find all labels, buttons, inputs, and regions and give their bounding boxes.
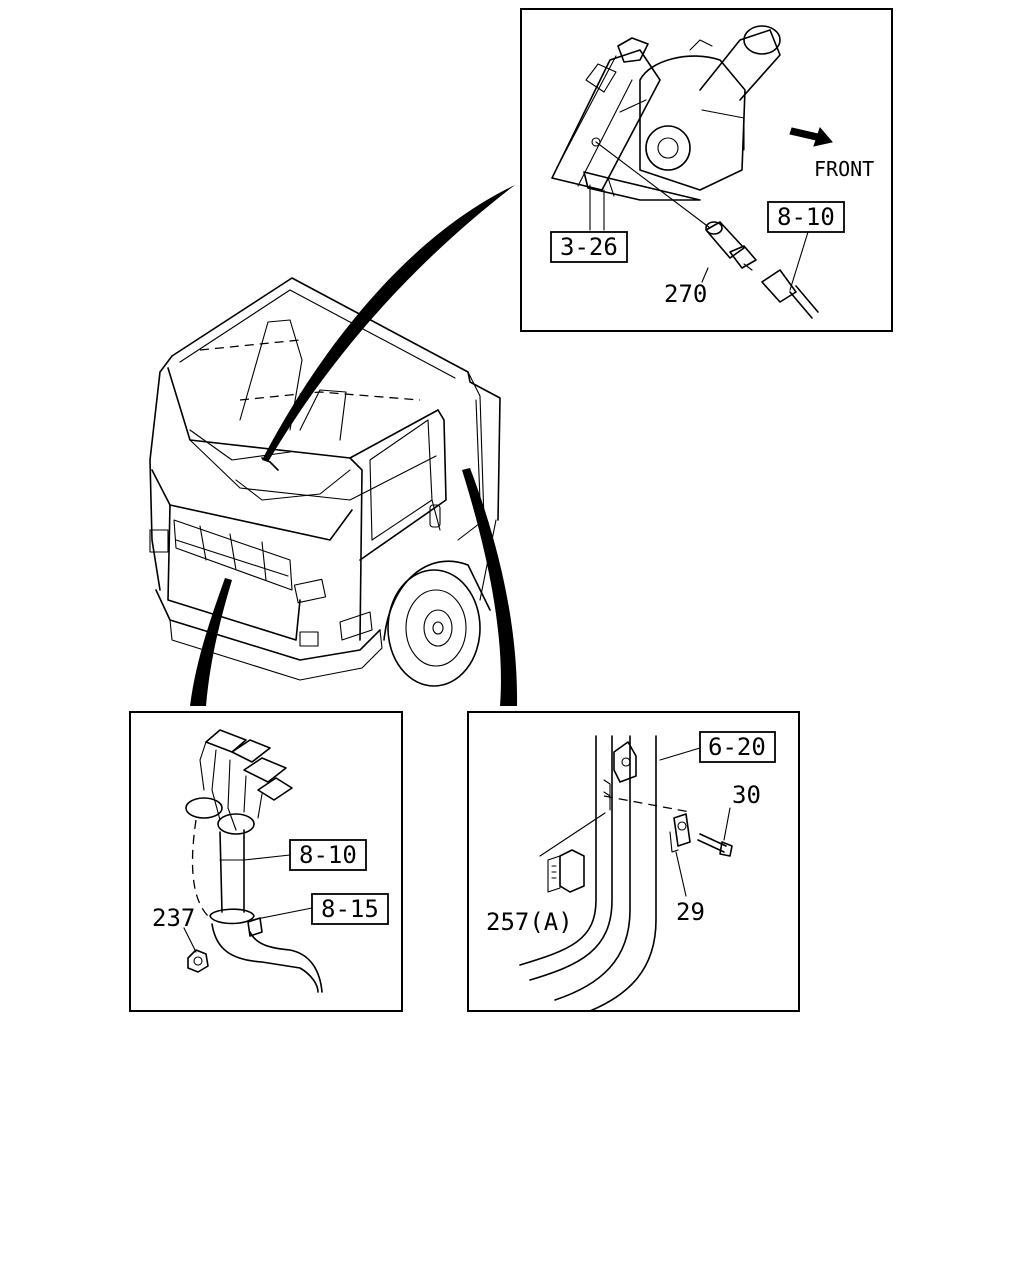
- part-270[interactable]: 270: [664, 280, 707, 308]
- callout-leaders: [190, 160, 518, 706]
- bolt-30: [697, 833, 733, 857]
- ref-box-8-10-top[interactable]: [767, 201, 845, 233]
- ref-3-26[interactable]: 3-26: [560, 233, 618, 261]
- bracket-29: [669, 813, 691, 853]
- front-label: FRONT: [814, 157, 874, 181]
- ref-box-8-10-left[interactable]: [289, 839, 367, 871]
- pressure-switch-270: [705, 221, 757, 271]
- ref-8-10-left[interactable]: 8-10: [299, 841, 357, 869]
- detail-panel-pressure-switch: FRONT 3-26 8-10 270: [520, 8, 893, 332]
- ref-box-3-26[interactable]: [550, 231, 628, 263]
- door-switch-257a: [547, 849, 585, 893]
- part-257a[interactable]: 257(A): [486, 908, 573, 936]
- detail-panel-door-switch: 6-20 30 29 257(A): [467, 711, 800, 1012]
- detail-panel-harness-clip: 8-10 8-15 237: [129, 711, 403, 1012]
- part-237[interactable]: 237: [152, 904, 195, 932]
- ref-8-10-top[interactable]: 8-10: [777, 203, 835, 231]
- truck-cab: [149, 277, 501, 687]
- ref-8-15[interactable]: 8-15: [321, 895, 379, 923]
- ref-box-6-20[interactable]: [699, 731, 776, 763]
- ref-6-20[interactable]: 6-20: [708, 733, 766, 761]
- part-30[interactable]: 30: [732, 781, 761, 809]
- part-29[interactable]: 29: [676, 898, 705, 926]
- arrow-right-icon: [789, 127, 833, 147]
- bolt-237: [187, 949, 209, 973]
- ref-box-8-15[interactable]: [311, 893, 389, 925]
